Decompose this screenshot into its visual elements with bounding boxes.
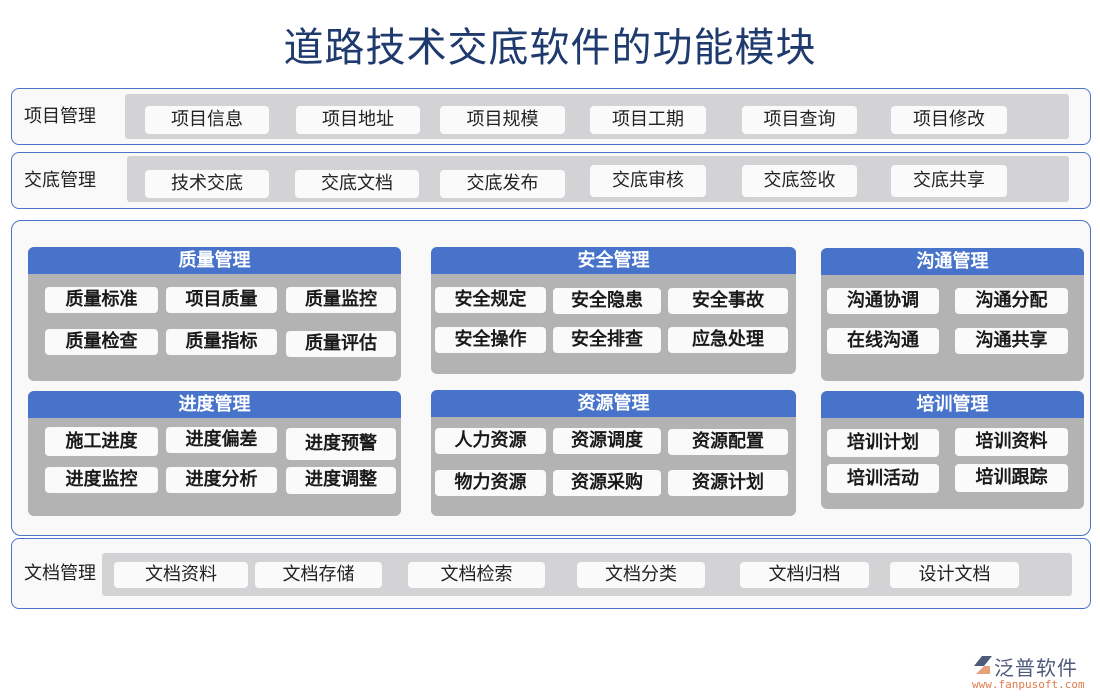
handover-item[interactable]: 技术交底 [145,170,269,198]
safety-item[interactable]: 安全排查 [553,327,661,353]
handover-item[interactable]: 交底审核 [590,165,706,197]
resource-item[interactable]: 人力资源 [435,428,546,454]
quality-item[interactable]: 项目质量 [166,287,277,313]
handover-management-row: 交底管理 技术交底 交底文档 交底发布 交底审核 交底签收 交底共享 [11,152,1091,209]
progress-item[interactable]: 进度调整 [286,467,396,494]
quality-item[interactable]: 质量评估 [286,331,396,357]
resource-module: 资源管理 人力资源 资源调度 资源配置 物力资源 资源采购 资源计划 [431,390,796,516]
quality-item[interactable]: 质量标准 [45,287,158,313]
handover-item[interactable]: 交底签收 [742,165,857,197]
logo-name: 泛普软件 [994,656,1078,680]
logo-url: www.fanpusoft.com [972,678,1085,691]
project-item[interactable]: 项目查询 [742,106,857,134]
resource-item[interactable]: 资源配置 [668,429,788,455]
handover-item[interactable]: 交底发布 [440,170,565,198]
project-item[interactable]: 项目地址 [296,106,420,134]
document-item[interactable]: 文档存储 [255,562,382,588]
core-modules-panel: 质量管理 质量标准 项目质量 质量监控 质量检查 质量指标 质量评估 安全管理 … [11,220,1091,536]
project-item[interactable]: 项目规模 [440,106,565,134]
module-title: 进度管理 [28,391,401,418]
document-management-row: 文档管理 文档资料 文档存储 文档检索 文档分类 文档归档 设计文档 [11,538,1091,609]
progress-item[interactable]: 施工进度 [45,427,158,456]
document-item[interactable]: 文档归档 [740,562,869,588]
handover-item[interactable]: 交底共享 [891,165,1007,197]
handover-item[interactable]: 交底文档 [295,170,419,198]
progress-item[interactable]: 进度分析 [166,467,277,493]
communication-item[interactable]: 沟通共享 [955,328,1068,354]
training-item[interactable]: 培训活动 [827,464,939,493]
safety-item[interactable]: 安全隐患 [553,288,661,314]
communication-item[interactable]: 在线沟通 [827,328,939,354]
resource-item[interactable]: 物力资源 [435,470,546,496]
resource-item[interactable]: 资源调度 [553,428,661,454]
project-item[interactable]: 项目工期 [590,106,706,134]
progress-item[interactable]: 进度偏差 [166,427,277,453]
document-item[interactable]: 设计文档 [890,562,1019,588]
module-title: 质量管理 [28,247,401,274]
training-module: 培训管理 培训计划 培训资料 培训活动 培训跟踪 [821,391,1084,509]
resource-item[interactable]: 资源采购 [553,470,661,496]
training-item[interactable]: 培训资料 [955,428,1068,456]
page-title: 道路技术交底软件的功能模块 [283,25,817,71]
safety-item[interactable]: 安全规定 [435,287,546,313]
row-track: 技术交底 交底文档 交底发布 交底审核 交底签收 交底共享 [127,156,1069,202]
project-management-row: 项目管理 项目信息 项目地址 项目规模 项目工期 项目查询 项目修改 [11,88,1091,145]
fanpusoft-logo: 泛普软件 www.fanpusoft.com [972,652,1092,692]
row-track: 项目信息 项目地址 项目规模 项目工期 项目查询 项目修改 [125,94,1069,139]
progress-module: 进度管理 施工进度 进度偏差 进度预警 进度监控 进度分析 进度调整 [28,391,401,516]
project-item[interactable]: 项目修改 [891,106,1007,134]
training-item[interactable]: 培训跟踪 [955,464,1068,492]
document-item[interactable]: 文档检索 [408,562,545,588]
row-label: 文档管理 [24,563,96,584]
logo-mark-icon [974,656,992,674]
training-item[interactable]: 培训计划 [827,429,939,457]
document-item[interactable]: 文档资料 [114,562,248,588]
quality-item[interactable]: 质量指标 [166,329,277,355]
quality-module: 质量管理 质量标准 项目质量 质量监控 质量检查 质量指标 质量评估 [28,247,401,381]
safety-module: 安全管理 安全规定 安全隐患 安全事故 安全操作 安全排查 应急处理 [431,247,796,374]
safety-item[interactable]: 安全事故 [668,288,788,314]
safety-item[interactable]: 应急处理 [668,327,788,353]
communication-module: 沟通管理 沟通协调 沟通分配 在线沟通 沟通共享 [821,248,1084,381]
module-title: 资源管理 [431,390,796,417]
row-label: 交底管理 [24,170,96,191]
row-label: 项目管理 [24,106,96,127]
project-item[interactable]: 项目信息 [145,106,269,134]
communication-item[interactable]: 沟通协调 [827,288,939,314]
document-item[interactable]: 文档分类 [577,562,705,588]
module-title: 沟通管理 [821,248,1084,275]
progress-item[interactable]: 进度监控 [45,467,158,493]
communication-item[interactable]: 沟通分配 [955,288,1068,314]
progress-item[interactable]: 进度预警 [286,428,396,460]
module-title: 安全管理 [431,247,796,274]
quality-item[interactable]: 质量检查 [45,329,158,355]
module-title: 培训管理 [821,391,1084,418]
resource-item[interactable]: 资源计划 [668,470,788,496]
row-track: 文档资料 文档存储 文档检索 文档分类 文档归档 设计文档 [102,553,1072,596]
safety-item[interactable]: 安全操作 [435,327,546,353]
quality-item[interactable]: 质量监控 [286,287,396,313]
